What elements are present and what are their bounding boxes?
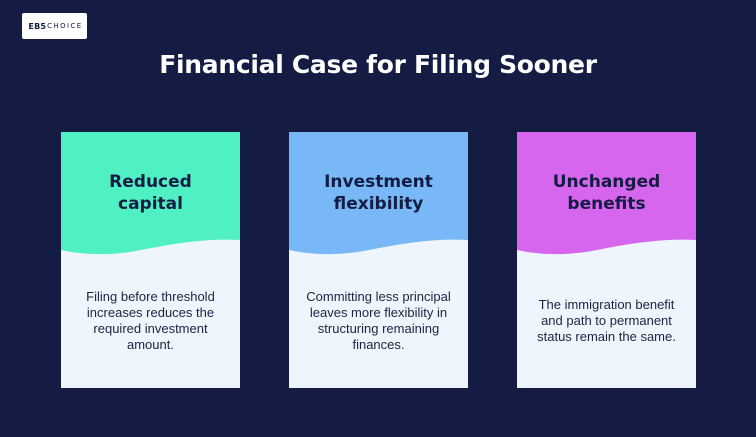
wave-fill — [289, 132, 468, 255]
card-reduced-capital: Reduced capital Filing before threshold … — [61, 132, 240, 388]
card-header: Reduced capital — [61, 132, 240, 262]
card-heading: Unchanged benefits — [552, 172, 661, 214]
wave-header-shape — [517, 132, 696, 255]
page-title: Financial Case for Filing Sooner — [159, 50, 597, 79]
card-unchanged-benefits: Unchanged benefits The immigration benef… — [517, 132, 696, 388]
card-description: The immigration benefit and path to perm… — [537, 297, 676, 344]
wave-fill — [517, 132, 696, 255]
wave-fill — [61, 132, 240, 255]
logo-light-text: CHOICE — [47, 22, 83, 30]
card-heading: Investment flexibility — [324, 172, 433, 214]
card-header: Unchanged benefits — [517, 132, 696, 262]
card-investment-flexibility: Investment flexibility Committing less p… — [289, 132, 468, 388]
wave-header-shape — [61, 132, 240, 255]
logo-strong-text: EB5 — [28, 21, 47, 31]
wave-header-shape — [289, 132, 468, 255]
card-description: Committing less principal leaves more fl… — [306, 289, 451, 352]
card-header: Investment flexibility — [289, 132, 468, 262]
card-description: Filing before threshold increases reduce… — [86, 289, 215, 352]
card-heading: Reduced capital — [109, 172, 192, 214]
